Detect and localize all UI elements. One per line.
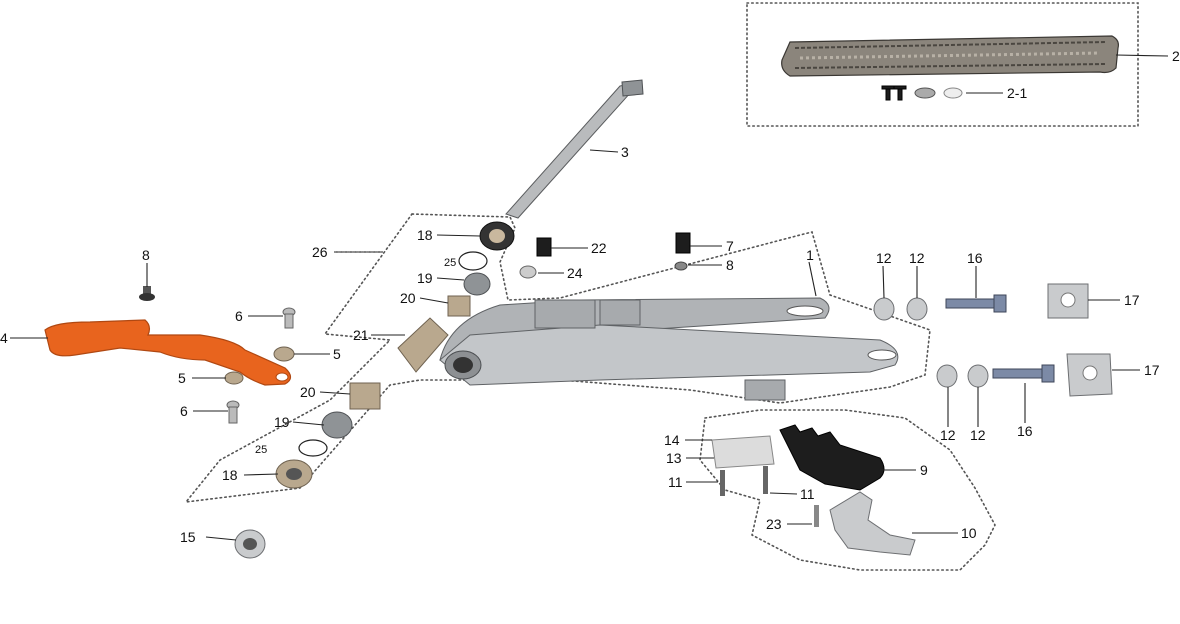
label-4: 4 — [0, 330, 8, 346]
bolt-11-left — [720, 470, 725, 496]
label-2-1: 2-1 — [1007, 85, 1027, 101]
rubber-block — [675, 232, 691, 254]
label-23: 23 — [766, 516, 782, 532]
label-14: 14 — [664, 432, 680, 448]
label-17b: 17 — [1144, 362, 1160, 378]
collar-upper — [273, 346, 295, 362]
label-15: 15 — [180, 529, 196, 545]
label-8a: 8 — [142, 247, 150, 263]
axle-nut-4 — [967, 364, 989, 388]
label-19a: 19 — [417, 270, 433, 286]
leader-lines — [10, 54, 1169, 541]
label-20b: 20 — [300, 384, 316, 400]
flange-bolt-left — [139, 286, 155, 301]
label-12d: 12 — [970, 427, 986, 443]
master-link-kit — [881, 85, 963, 101]
label-11a: 11 — [668, 474, 683, 490]
chain-guide-group-outline — [699, 409, 996, 571]
label-7: 7 — [726, 238, 734, 254]
label-12b: 12 — [909, 250, 925, 266]
bearing-upper — [463, 272, 491, 296]
label-3: 3 — [621, 144, 629, 160]
o-ring-upper — [458, 251, 488, 271]
label-11b: 11 — [800, 486, 815, 502]
guide-plate — [711, 435, 775, 469]
label-20a: 20 — [400, 290, 416, 306]
guide-bracket — [829, 491, 916, 556]
bolt-upper — [282, 307, 296, 329]
pivot-bearing-group-outline — [184, 213, 931, 504]
label-16a: 16 — [967, 250, 983, 266]
bolt-lower — [226, 400, 240, 424]
callout-labels: 1 2 2-1 3 4 5 5 6 6 7 8 8 9 10 11 11 12 … — [0, 48, 1180, 545]
label-25a: 25 — [444, 257, 456, 269]
label-6a: 6 — [235, 308, 243, 324]
bolt-23 — [814, 505, 819, 527]
label-19b: 19 — [274, 414, 290, 430]
label-13: 13 — [666, 450, 682, 466]
label-5b: 5 — [178, 370, 186, 386]
bolt-11-right — [763, 466, 768, 494]
label-16b: 16 — [1017, 423, 1033, 439]
label-2: 2 — [1172, 48, 1180, 64]
collar-lower — [224, 371, 244, 385]
chain-slider — [44, 319, 292, 386]
adjuster-bolt-lower — [992, 364, 1055, 383]
label-25b: 25 — [255, 444, 267, 456]
adjuster-bolt-upper — [945, 294, 1007, 313]
label-21: 21 — [353, 327, 369, 343]
label-24: 24 — [567, 265, 583, 281]
pivot-bolt — [505, 79, 644, 219]
chain-kit-box — [746, 2, 1139, 127]
drive-chain — [781, 35, 1119, 77]
label-17a: 17 — [1124, 292, 1140, 308]
label-26: 26 — [312, 244, 328, 260]
label-22: 22 — [591, 240, 607, 256]
axle-nut-1 — [873, 297, 895, 321]
cable-clip — [536, 237, 552, 257]
label-10: 10 — [961, 525, 977, 541]
adjuster-block-upper — [1047, 283, 1089, 319]
label-9: 9 — [920, 462, 928, 478]
label-12a: 12 — [876, 250, 892, 266]
bushing-lower — [349, 382, 381, 410]
label-8b: 8 — [726, 257, 734, 273]
pivot-sleeve — [397, 317, 449, 373]
label-18a: 18 — [417, 227, 433, 243]
axle-nut-2 — [906, 297, 928, 321]
bushing-upper — [447, 295, 471, 317]
screw-24 — [519, 265, 537, 279]
label-5a: 5 — [333, 346, 341, 362]
swingarm — [439, 297, 899, 401]
label-12c: 12 — [940, 427, 956, 443]
axle-nut-3 — [936, 364, 958, 388]
washer-8-right — [674, 261, 688, 271]
bearing-lower — [321, 411, 353, 439]
label-6b: 6 — [180, 403, 188, 419]
label-1: 1 — [806, 247, 814, 263]
o-ring-lower — [298, 439, 328, 457]
chain-guide-block — [779, 424, 885, 491]
label-18b: 18 — [222, 467, 238, 483]
adjuster-block-lower — [1066, 353, 1113, 397]
pivot-nut — [234, 529, 266, 559]
